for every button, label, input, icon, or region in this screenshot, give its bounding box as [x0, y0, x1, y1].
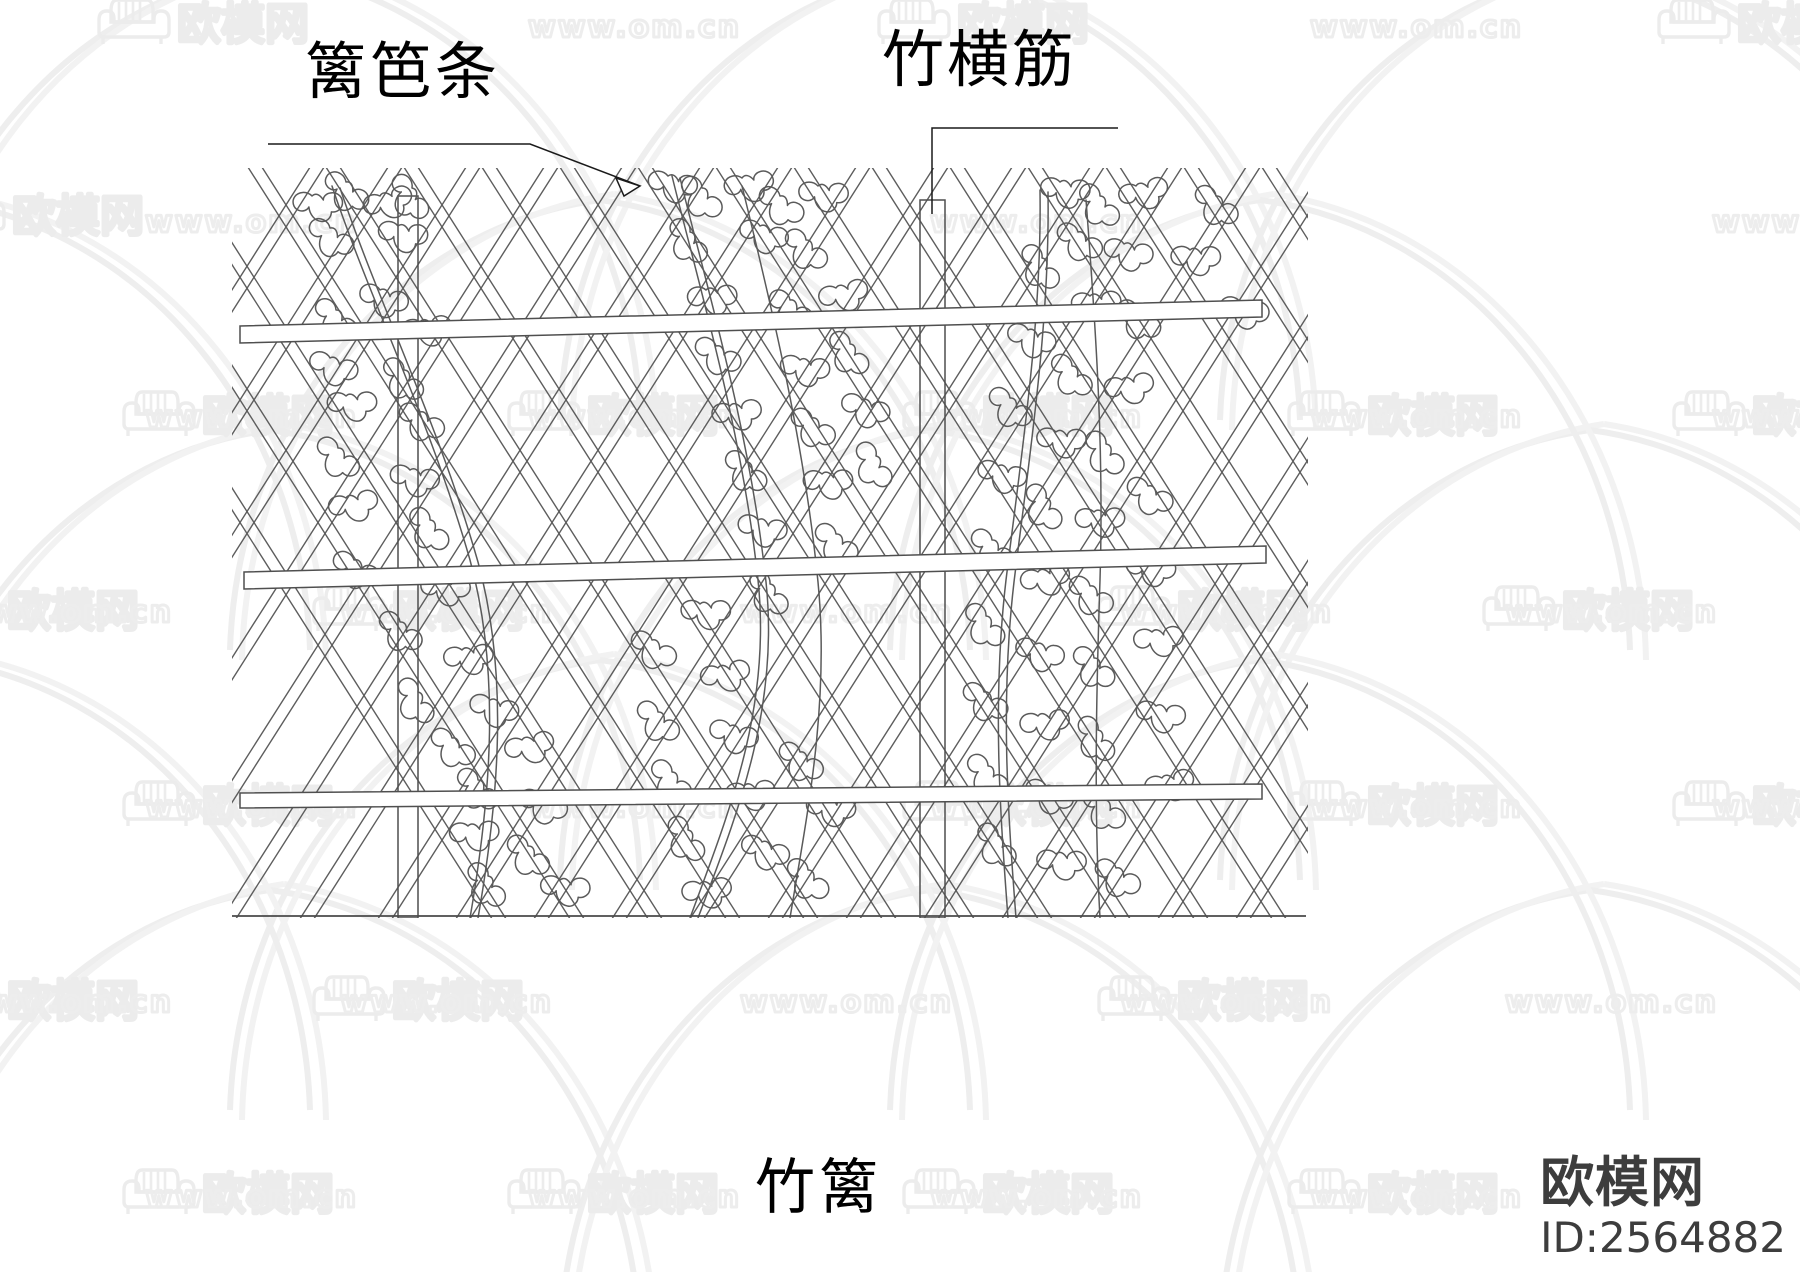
lattice-group [232, 168, 1308, 918]
brand-block: 欧模网 ID:2564882 [1540, 1151, 1786, 1262]
lattice-slats-left [232, 168, 1308, 918]
horizontal-rails [239, 299, 1267, 809]
post-right [919, 199, 946, 918]
top-rail [239, 299, 1263, 344]
bottom-rail [239, 783, 1263, 809]
callout-label-libatiao: 篱笆条 [305, 39, 501, 107]
lattice-slats-right [232, 168, 1308, 918]
middle-rail [243, 545, 1267, 590]
brand-name: 欧模网 [1540, 1151, 1706, 1215]
drawing-title: 竹篱 [755, 1155, 883, 1221]
brand-id: ID:2564882 [1540, 1212, 1786, 1262]
callout-leader-libatiao [268, 143, 642, 198]
callout-label-zhuhengjin: 竹横筋 [882, 27, 1078, 95]
callout-leader-zhuhengjin [931, 127, 1118, 214]
